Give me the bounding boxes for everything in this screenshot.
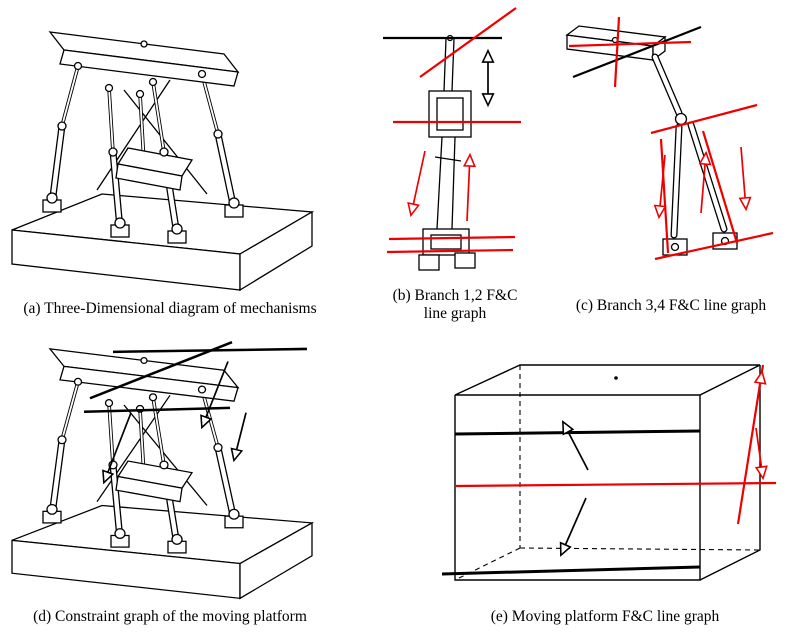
- constraint-line: [89, 341, 233, 400]
- constraint-line: [441, 565, 701, 576]
- force-line: [659, 138, 670, 254]
- center-dot: [614, 376, 618, 380]
- platform-box-drawing: [454, 364, 761, 581]
- panel-branch34-line-graph: (c) Branch 3,4 F&C line graph: [555, 15, 787, 315]
- panel-platform-line-graph: (e) Moving platform F&C line graph: [420, 352, 790, 626]
- force-line: [701, 130, 739, 244]
- force-line: [650, 103, 758, 135]
- constraint-line: [454, 429, 701, 436]
- force-arrow: [411, 150, 426, 215]
- constraint-graph-drawing: [0, 341, 340, 608]
- branch-mechanism-drawing: [565, 25, 738, 256]
- force-arrow: [756, 427, 763, 478]
- mechanism-3d-drawing: [0, 0, 340, 300]
- caption-c: (c) Branch 3,4 F&C line graph: [575, 297, 767, 314]
- force-line: [613, 16, 621, 88]
- force-arrow: [701, 153, 706, 214]
- force-line: [419, 7, 517, 78]
- caption-b: (b) Branch 1,2 F&C line graph: [392, 287, 518, 322]
- branch12-drawing: [383, 7, 521, 271]
- force-line: [454, 481, 777, 488]
- caption-a: (a) Three-Dimensional diagram of mechani…: [23, 300, 317, 317]
- force-arrow: [741, 146, 746, 209]
- constraint-arrow: [104, 412, 132, 483]
- force-arrow: [659, 154, 665, 217]
- caption-e: (e) Moving platform F&C line graph: [490, 608, 720, 625]
- platform-line-graph-drawing: [441, 364, 777, 581]
- force-line: [386, 248, 514, 254]
- panel-3d-diagram: (a) Three-Dimensional diagram of mechani…: [0, 0, 340, 318]
- force-arrow: [467, 155, 470, 222]
- force-arrow: [753, 372, 762, 423]
- constraint-arrow: [561, 497, 587, 555]
- force-line: [568, 40, 692, 48]
- constraint-arrow: [202, 361, 229, 428]
- panel-branch12-line-graph: (b) Branch 1,2 F&C line graph: [375, 5, 535, 323]
- force-line: [654, 231, 774, 261]
- constraint-arrow: [234, 412, 247, 460]
- panel-constraint-graph: (d) Constraint graph of the moving platf…: [0, 318, 340, 626]
- constraint-arrow: [563, 422, 589, 471]
- branch34-drawing: [565, 16, 774, 261]
- force-line: [388, 235, 516, 241]
- caption-d: (d) Constraint graph of the moving platf…: [33, 608, 307, 625]
- constraint-line: [83, 406, 231, 414]
- constraint-line: [572, 25, 702, 79]
